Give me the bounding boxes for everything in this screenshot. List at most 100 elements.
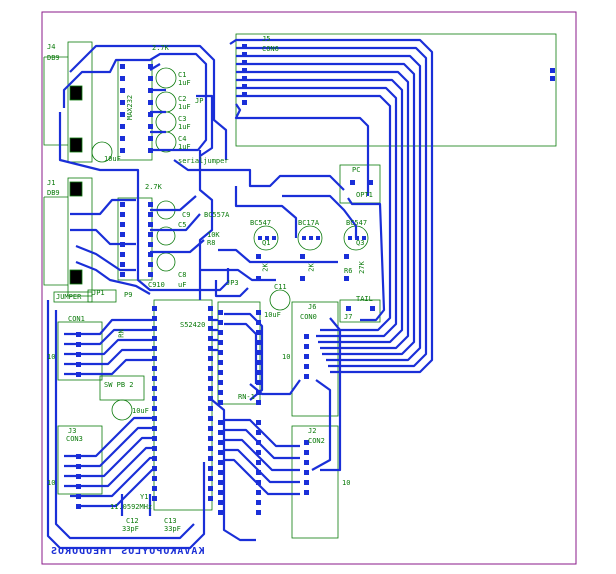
jp1-outline [87, 289, 117, 303]
ic-pin [218, 380, 223, 385]
label-j1: J1 [47, 179, 56, 187]
trace-con3d [64, 446, 152, 488]
trace-bus-5 [236, 70, 410, 350]
ic-pin [208, 456, 213, 461]
ic-pin [218, 330, 223, 335]
ic-pin [218, 390, 223, 395]
label-c9: C9 [182, 211, 191, 219]
trace-j2a [224, 418, 300, 448]
q2-body [297, 225, 323, 251]
ic-pin [148, 136, 153, 141]
label-ten-bottom: 10 [47, 479, 56, 487]
label-bc-mid: BC17A [298, 219, 320, 227]
ic-pin [208, 446, 213, 451]
label-jp1: JP1 [92, 289, 105, 297]
pad-r-e [300, 276, 305, 281]
ic-pin [218, 470, 223, 475]
label-bc547: BC547 [250, 219, 272, 227]
ic-pin [152, 346, 157, 351]
label-x-val: 11.0592MHz [110, 503, 153, 511]
ic-pin [148, 222, 153, 227]
label-c-10uf2: 10uF [132, 407, 149, 415]
ic-pin [256, 370, 261, 375]
con1-outline [57, 321, 103, 381]
j7-outline [339, 299, 381, 323]
label-c8: C8 [178, 271, 187, 279]
ic-pin [304, 460, 309, 465]
trace-opt [347, 197, 386, 322]
pad-j5j [242, 100, 247, 105]
label-pic-rn: RN [117, 329, 126, 338]
ic-pin [152, 356, 157, 361]
ic-pin [76, 362, 81, 367]
ic-pin [152, 456, 157, 461]
ic-pin [304, 354, 309, 359]
traces [46, 38, 434, 550]
ic-pin [256, 390, 261, 395]
ic-pin [148, 212, 153, 217]
ic-pin [76, 484, 81, 489]
label-pc1: PC [352, 166, 361, 174]
label-ten-right: 10 [342, 479, 351, 487]
label-db9-bottom: DB9 [47, 189, 60, 197]
ic-pin [256, 460, 261, 465]
ic-pin [148, 112, 153, 117]
ic-pin [256, 360, 261, 365]
ic-pin [304, 344, 309, 349]
ic-pin [152, 326, 157, 331]
pad-r-a [256, 254, 261, 259]
ic-pin [218, 420, 223, 425]
ic-pin [218, 340, 223, 345]
ic-pin [76, 342, 81, 347]
ic-pin [148, 242, 153, 247]
label-r6: R6 [344, 267, 353, 275]
j1-slot-a [69, 181, 83, 197]
ic-pin [256, 400, 261, 405]
trace-jp3 [214, 280, 249, 298]
c6-body [156, 226, 176, 246]
ic-pin [218, 480, 223, 485]
c2-body [155, 91, 177, 113]
ic-pin [256, 510, 261, 515]
trace-center-vert [198, 150, 214, 300]
ic-pin [76, 454, 81, 459]
label-c5: C5 [178, 221, 187, 229]
trace-j1d [75, 260, 151, 295]
trace-q3 [282, 194, 358, 238]
trace-bus-3 [236, 54, 422, 362]
ic-pin [120, 212, 125, 217]
ic-pin [256, 470, 261, 475]
label-r2-val: 2.7K [145, 183, 162, 191]
ic-pin [76, 352, 81, 357]
label-con3: CON3 [66, 435, 83, 443]
ic-pin [208, 366, 213, 371]
ic-pin [120, 124, 125, 129]
ic-pin [148, 252, 153, 257]
ic-pin [152, 366, 157, 371]
label-ten-mid: 10 [282, 353, 291, 361]
trace-bus-6 [236, 78, 404, 344]
pad-j5b [550, 76, 555, 81]
pad-q1b [265, 236, 269, 240]
ic-pin [120, 136, 125, 141]
max232-outline [117, 59, 153, 161]
j1-slot-b [69, 269, 83, 285]
label-opt1: OPT1 [356, 191, 373, 199]
label-q1: Q1 [262, 239, 271, 247]
ic-pin [208, 396, 213, 401]
ic-pin [218, 350, 223, 355]
pad-j5f [242, 68, 247, 73]
pad-opt1 [350, 180, 355, 185]
ic-pin [152, 496, 157, 501]
c14-body [111, 399, 133, 421]
label-c4: C4 [178, 135, 187, 143]
ic-pin [208, 386, 213, 391]
trace-con1e [64, 358, 152, 376]
trace-left-vert [46, 300, 206, 550]
ic-pin [148, 100, 153, 105]
ic-pin [256, 430, 261, 435]
trace-top-bus [229, 38, 434, 374]
label-jp3: JP3 [226, 279, 239, 287]
trace-serialjump [196, 94, 214, 157]
